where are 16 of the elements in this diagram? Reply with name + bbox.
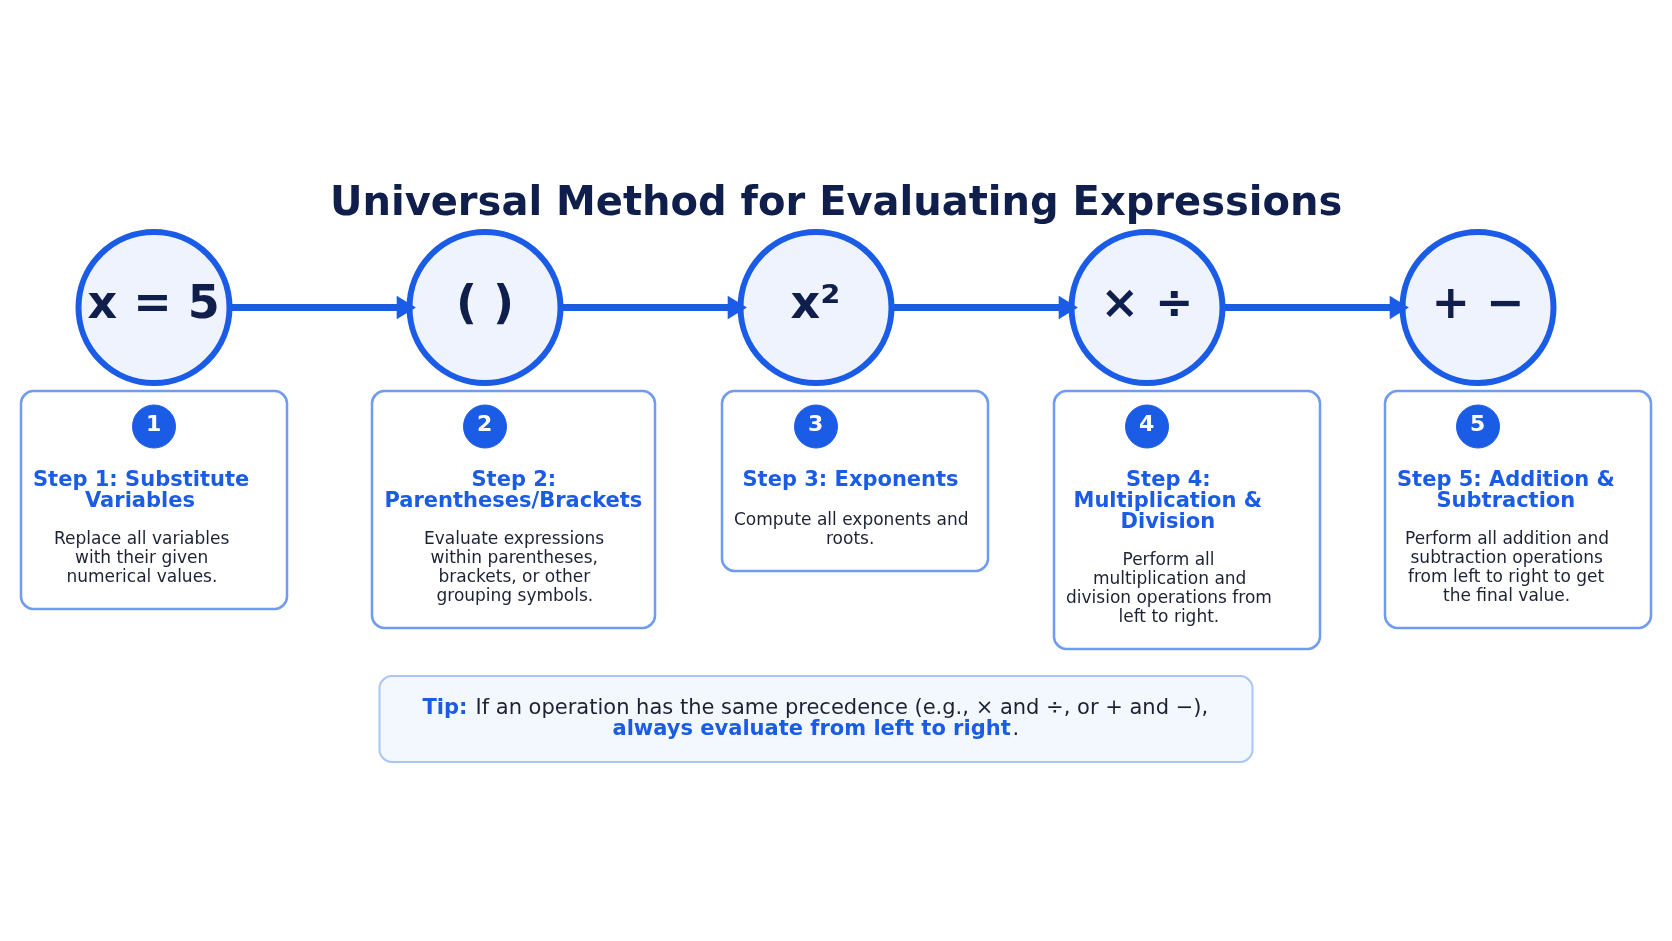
arrow (229, 295, 416, 319)
node-box: Tip: If an operation has the same precedence (e.g., × and ÷, or + and −), always evaluate from left to right. (378, 674, 1254, 763)
node-circle: 5 (1456, 404, 1500, 448)
node-circle: 2 (463, 404, 507, 448)
node-circle: x² (737, 228, 895, 386)
node-circle: ( ) (406, 228, 564, 386)
arrow (560, 295, 747, 319)
diagram-title: Universal Method for Evaluating Expressions (330, 177, 1343, 224)
node-circle: + − (1399, 228, 1557, 386)
node-circle: × ÷ (1068, 228, 1226, 386)
arrow (891, 295, 1078, 319)
node-circle: 1 (132, 404, 176, 448)
arrow (1222, 295, 1409, 319)
node-circle: x = 5 (75, 228, 233, 386)
node-circle: 3 (794, 404, 838, 448)
node-circle: 4 (1125, 404, 1169, 448)
